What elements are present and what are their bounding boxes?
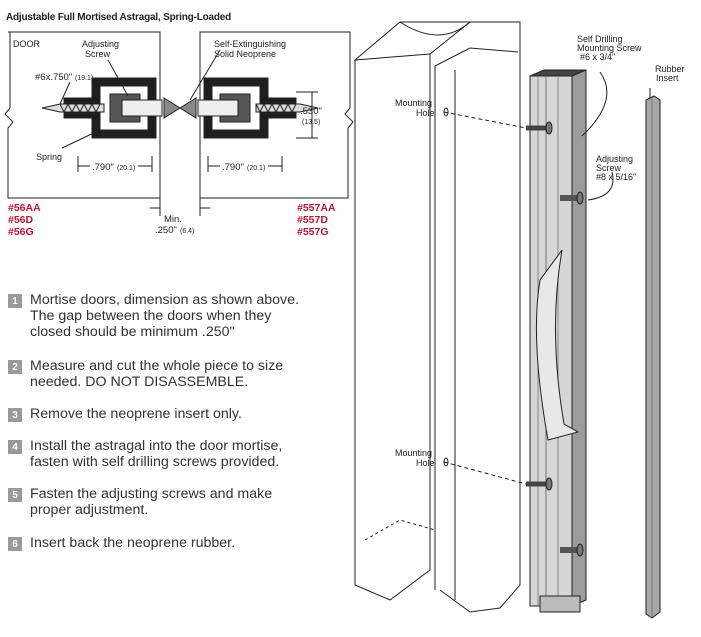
self-drilling-leader bbox=[581, 71, 608, 137]
adjusting-screw-right-label-2: Screw bbox=[596, 163, 622, 173]
assembly-drawing bbox=[353, 21, 661, 619]
height-dim: .530" bbox=[300, 106, 322, 117]
adjusting-screw-leader bbox=[107, 59, 129, 97]
step-4: 4 Install the astragal into the door mor… bbox=[8, 438, 282, 470]
model-left-1: #56AA bbox=[8, 202, 41, 214]
step-6: 6 Insert back the neoprene rubber. bbox=[8, 535, 235, 551]
mounting-hole-line-bottom bbox=[443, 461, 527, 485]
step-number: 3 bbox=[8, 408, 22, 422]
rubber-insert bbox=[645, 95, 661, 619]
step-text: Fasten the adjusting screws and make pro… bbox=[30, 486, 272, 518]
neoprene-label-1: Self-Extinguishing bbox=[214, 39, 286, 49]
section-detail bbox=[4, 31, 354, 216]
step-line: Fasten the adjusting screws and make bbox=[30, 486, 273, 502]
adjusting-screw-top bbox=[560, 191, 584, 205]
astragal-bottom bbox=[539, 595, 581, 613]
dim-right: .790" bbox=[222, 162, 244, 173]
step-number: 5 bbox=[8, 488, 22, 502]
adjusting-screw-label-2: Screw bbox=[85, 49, 111, 59]
adjusting-screw-bottom bbox=[560, 543, 584, 557]
step-line: fasten with self drilling screws provide… bbox=[30, 454, 280, 470]
page-title: Adjustable Full Mortised Astragal, Sprin… bbox=[6, 12, 232, 23]
door-top-face bbox=[353, 21, 472, 61]
mounting-hole-line-top bbox=[443, 111, 527, 129]
model-left-3: #56G bbox=[8, 226, 34, 238]
model-right-1: #557AA bbox=[297, 202, 336, 214]
model-right-2: #557D bbox=[297, 214, 328, 226]
mounting-screw-bottom bbox=[526, 477, 553, 491]
neoprene-left bbox=[163, 97, 181, 119]
screw-spec-left-mm: (19.1) bbox=[75, 75, 93, 82]
rubber-insert-label-2: Insert bbox=[656, 73, 679, 83]
dim-right-mm: (20.1) bbox=[247, 165, 265, 172]
min-label: Min. bbox=[164, 214, 182, 225]
step-text: Measure and cut the whole piece to size … bbox=[30, 358, 283, 390]
step-line: Insert back the neoprene rubber. bbox=[30, 535, 236, 551]
door-side-face bbox=[439, 21, 521, 613]
right-adjust-screw bbox=[197, 99, 239, 117]
step-number: 6 bbox=[8, 537, 22, 551]
mounting-screw-top bbox=[526, 121, 553, 135]
right-door-outline bbox=[199, 31, 354, 199]
door-label: DOOR bbox=[13, 39, 41, 49]
step-line: proper adjustment. bbox=[30, 502, 149, 518]
step-text: Remove the neoprene insert only. bbox=[30, 406, 242, 422]
step-2: 2 Measure and cut the whole piece to siz… bbox=[8, 358, 283, 390]
step-line: Remove the neoprene insert only. bbox=[30, 406, 242, 422]
model-left-2: #56D bbox=[8, 214, 34, 226]
step-line: Measure and cut the whole piece to size bbox=[30, 358, 284, 374]
mounting-hole-top-label-2: Hole bbox=[416, 108, 435, 118]
mounting-hole-bottom-label-2: Hole bbox=[416, 458, 435, 468]
neoprene-right bbox=[179, 97, 197, 119]
step-text: Insert back the neoprene rubber. bbox=[30, 535, 235, 551]
step-5: 5 Fasten the adjusting screws and make p… bbox=[8, 486, 272, 518]
mounting-hole-bottom-label-1: Mounting bbox=[395, 448, 432, 458]
model-right-3: #557G bbox=[297, 226, 329, 238]
min-dim-mm: (6.4) bbox=[180, 228, 194, 235]
left-adjust-screw bbox=[121, 99, 163, 117]
rubber-insert-label-1: Rubber bbox=[655, 64, 685, 74]
step-number: 1 bbox=[8, 294, 22, 308]
dim-left-mm: (20.1) bbox=[117, 165, 135, 172]
step-line: needed. DO NOT DISASSEMBLE. bbox=[30, 374, 249, 390]
adjusting-screw-label-1: Adjusting bbox=[82, 39, 119, 49]
step-line: closed should be minimum .250" bbox=[30, 324, 235, 340]
step-text: Install the astragal into the door morti… bbox=[30, 438, 282, 470]
adjusting-screw-leader-right bbox=[587, 171, 614, 201]
mounting-hole-top-label-1: Mounting bbox=[395, 98, 432, 108]
screw-spec-left: #6x.750" bbox=[35, 72, 72, 83]
self-drilling-label-2: Mounting Screw bbox=[577, 43, 642, 53]
door-front-face bbox=[354, 54, 431, 601]
min-dim: .250" bbox=[155, 225, 177, 236]
dim-left: .790" bbox=[92, 162, 114, 173]
step-number: 2 bbox=[8, 360, 22, 374]
step-line: Install the astragal into the door morti… bbox=[30, 438, 283, 454]
step-line: Mortise doors, dimension as shown above. bbox=[30, 292, 299, 308]
neoprene-leader bbox=[189, 49, 221, 101]
self-drilling-label-1: Self Drilling bbox=[577, 34, 623, 44]
astragal-recess bbox=[535, 249, 580, 441]
neoprene-label-2: Solid Neoprene bbox=[214, 49, 276, 59]
step-1: 1 Mortise doors, dimension as shown abov… bbox=[8, 292, 299, 340]
step-3: 3 Remove the neoprene insert only. bbox=[8, 406, 242, 422]
step-text: Mortise doors, dimension as shown above.… bbox=[30, 292, 299, 340]
self-drilling-label-3: #6 x 3/4" bbox=[580, 52, 615, 62]
adjusting-screw-right-label-3: #8 x 5/16" bbox=[596, 172, 636, 182]
step-line: The gap between the doors when they bbox=[30, 308, 272, 324]
step-number: 4 bbox=[8, 440, 22, 454]
spring-label: Spring bbox=[36, 152, 62, 162]
height-dim-mm: (13.5) bbox=[302, 119, 320, 126]
adjusting-screw-right-label-1: Adjusting bbox=[596, 154, 633, 164]
